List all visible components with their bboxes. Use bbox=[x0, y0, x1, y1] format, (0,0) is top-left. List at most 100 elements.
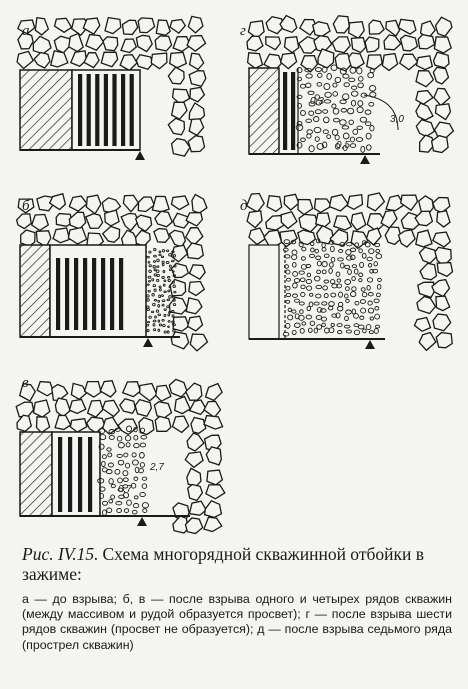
ore-fragment bbox=[153, 299, 158, 302]
ore-fragment bbox=[309, 320, 316, 326]
ore-fragment bbox=[172, 303, 177, 307]
ore-fragment bbox=[98, 427, 106, 435]
ore-fragment bbox=[331, 283, 338, 289]
borehole bbox=[101, 258, 106, 330]
ore-fragment bbox=[321, 247, 327, 252]
rock-stone bbox=[188, 264, 206, 281]
ore-fragment bbox=[344, 279, 352, 285]
borehole bbox=[112, 74, 117, 146]
rock-stone bbox=[248, 227, 267, 246]
rock-stone bbox=[155, 19, 171, 37]
ore-fragment bbox=[116, 508, 122, 513]
ore-fragment bbox=[345, 249, 352, 256]
rock-stone bbox=[347, 52, 365, 69]
ore-fragment bbox=[299, 328, 305, 334]
rock-stone bbox=[49, 50, 69, 68]
ore-fragment bbox=[163, 279, 167, 282]
rock-stone bbox=[135, 53, 155, 71]
rock-stone bbox=[188, 52, 205, 71]
ore-fragment bbox=[152, 284, 157, 288]
ore-fragment bbox=[132, 503, 140, 509]
ore-fragment bbox=[329, 245, 335, 253]
rock-stone bbox=[418, 246, 439, 264]
ore-fragment bbox=[282, 247, 289, 252]
ore-fragment bbox=[125, 442, 131, 448]
ore-fragment bbox=[139, 452, 145, 459]
figure-caption: Рис. IV.15.Схема многорядной скважинной … bbox=[22, 544, 452, 653]
borehole-rows bbox=[56, 258, 124, 330]
ore-fragment bbox=[313, 116, 320, 123]
ore-fragment bbox=[98, 443, 105, 450]
borehole bbox=[121, 74, 126, 146]
rock-stone bbox=[35, 416, 51, 434]
dimension-label: 2,7 bbox=[149, 462, 164, 473]
ore-fragment bbox=[332, 117, 340, 123]
ore-fragment bbox=[324, 327, 330, 334]
ore-fragment bbox=[139, 491, 146, 498]
ore-fragment bbox=[123, 452, 129, 458]
ore-fragment bbox=[342, 73, 350, 79]
rock-stone bbox=[69, 417, 88, 433]
rock-stone bbox=[279, 14, 298, 34]
borehole bbox=[83, 258, 88, 330]
ore-fragment bbox=[141, 483, 148, 489]
ore-fragment bbox=[356, 67, 363, 75]
ore-fragment bbox=[334, 143, 341, 150]
rock-stone bbox=[18, 382, 37, 402]
ore-fragment bbox=[356, 106, 364, 114]
ore-fragment bbox=[366, 284, 371, 291]
hatched-massif bbox=[248, 244, 280, 340]
ore-fragment bbox=[300, 291, 306, 298]
ore-fragment bbox=[367, 300, 373, 306]
panel-label: д bbox=[240, 198, 248, 214]
ore-fragment bbox=[307, 90, 315, 96]
ore-fragment bbox=[286, 277, 291, 282]
ore-fragment bbox=[375, 248, 381, 254]
ore-fragment bbox=[152, 323, 156, 327]
ore-fragment bbox=[321, 322, 326, 328]
ore-fragment bbox=[122, 470, 129, 477]
ore-fragment bbox=[156, 258, 160, 263]
ore-fragment bbox=[373, 328, 379, 334]
ore-fragment bbox=[330, 322, 335, 328]
rock-stone bbox=[279, 52, 298, 70]
rock-stone bbox=[365, 227, 382, 246]
rock-stone bbox=[104, 16, 122, 35]
ore-fragment bbox=[123, 508, 130, 513]
rock-stone bbox=[204, 382, 223, 402]
rock-stone bbox=[32, 35, 52, 55]
ore-fragment bbox=[122, 484, 129, 489]
ore-fragment bbox=[314, 136, 320, 142]
ore-fragment bbox=[139, 462, 145, 468]
ore-fragment bbox=[158, 323, 163, 327]
rock-stone bbox=[86, 399, 104, 418]
rock-stone bbox=[153, 227, 171, 243]
ore-fragment bbox=[166, 298, 171, 302]
ore-fragment bbox=[376, 283, 382, 290]
ore-fragment bbox=[173, 290, 177, 294]
ore-fragment bbox=[171, 310, 175, 313]
rock-stone bbox=[134, 229, 151, 247]
ore-fragment bbox=[305, 73, 313, 79]
hatched-massif bbox=[19, 431, 53, 517]
ore-fragment bbox=[359, 315, 365, 320]
ore-fragment bbox=[338, 291, 343, 298]
ore-fragment bbox=[368, 101, 375, 107]
ore-fragment bbox=[310, 247, 315, 253]
ore-fragment bbox=[153, 328, 157, 332]
ore-fragment bbox=[171, 314, 175, 318]
rock-stone bbox=[168, 51, 188, 69]
ore-fragment bbox=[372, 268, 379, 274]
ore-fragment bbox=[308, 110, 315, 116]
ore-fragment bbox=[306, 133, 312, 139]
ore-fragment bbox=[148, 315, 152, 319]
rock-stone bbox=[419, 262, 438, 281]
borehole bbox=[129, 74, 134, 146]
rock-stone bbox=[168, 229, 187, 248]
ore-fragment bbox=[300, 137, 306, 143]
ore-fragment bbox=[338, 249, 344, 253]
ore-fragment bbox=[337, 257, 344, 262]
rock-stone bbox=[203, 499, 223, 519]
ore-fragment bbox=[345, 286, 350, 292]
ore-fragment bbox=[150, 310, 155, 314]
